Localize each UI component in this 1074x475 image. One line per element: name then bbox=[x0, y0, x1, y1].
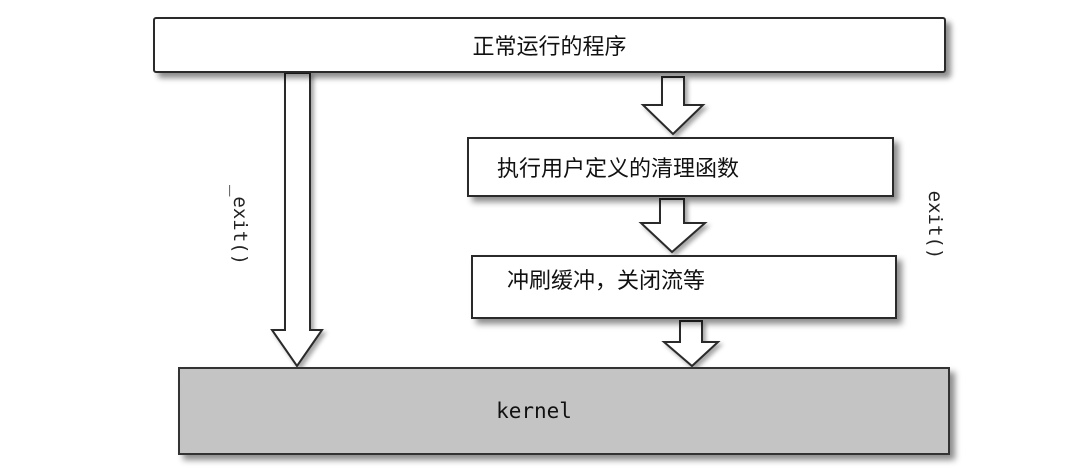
arrow-to-kernel bbox=[661, 320, 721, 368]
arrow-to-flush bbox=[638, 198, 708, 254]
running-program-box: 正常运行的程序 bbox=[153, 17, 946, 73]
exit-label: exit() bbox=[924, 190, 946, 260]
arrow-to-cleanup bbox=[640, 76, 706, 136]
cleanup-functions-box: 执行用户定义的清理函数 bbox=[467, 137, 894, 197]
kernel-box: kernel bbox=[178, 367, 950, 455]
flush-buffers-label: 冲刷缓冲，关闭流等 bbox=[507, 269, 706, 294]
arrow-exit-direct bbox=[270, 72, 324, 368]
flush-buffers-box: 冲刷缓冲，关闭流等 bbox=[471, 255, 897, 319]
kernel-label: kernel bbox=[496, 399, 572, 423]
underscore-exit-label: _exit() bbox=[229, 184, 251, 266]
running-program-label: 正常运行的程序 bbox=[472, 35, 627, 60]
cleanup-functions-label: 执行用户定义的清理函数 bbox=[497, 157, 740, 182]
